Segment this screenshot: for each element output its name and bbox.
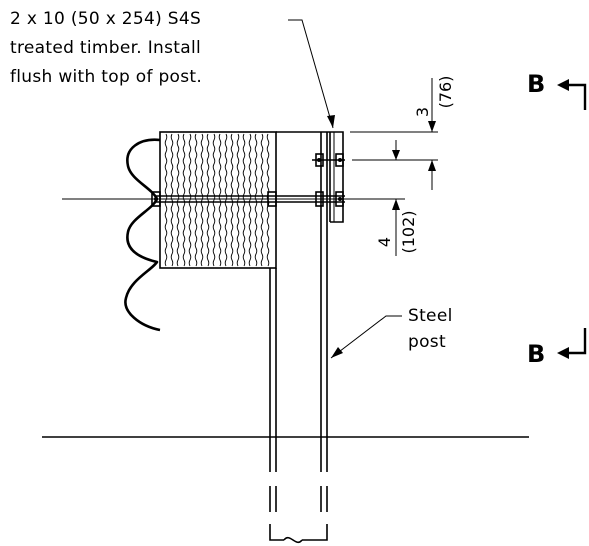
dimension-lines [350, 78, 438, 256]
timber-grain-line [212, 133, 216, 267]
steel-post-leader-arrowhead [331, 347, 343, 358]
dim-bolt-imperial: 4 [375, 237, 394, 247]
timber-leader-line [288, 19, 334, 129]
dim-top-imperial: 3 [413, 107, 432, 117]
section-arrow-top [557, 79, 569, 91]
steel-post-note-line-1: Steel [408, 306, 453, 326]
timber-grain-line [230, 133, 234, 267]
timber-grain-line [236, 133, 240, 267]
timber-note: 2 x 10 (50 x 254) S4S treated timber. In… [10, 9, 202, 87]
timber-note-line-3: flush with top of post. [10, 67, 202, 87]
timber-grain-line [218, 133, 222, 267]
timber-grain [164, 133, 270, 267]
timber-grain-line [182, 133, 186, 267]
timber-grain-line [224, 133, 228, 267]
timber-grain-line [242, 133, 246, 267]
section-arrow-bottom [557, 347, 569, 359]
upper-bolt [312, 153, 345, 167]
timber-note-line-1: 2 x 10 (50 x 254) S4S [10, 9, 201, 29]
section-label-top: B [527, 70, 545, 98]
timber-grain-line [200, 133, 204, 267]
timber-grain-line [260, 133, 264, 267]
dim-top-metric: (76) [436, 76, 455, 109]
section-marker-top: B [527, 70, 587, 110]
timber-grain-line [206, 133, 210, 267]
post-top-cap [276, 131, 344, 223]
timber-grain-line [254, 133, 258, 267]
timber-grain-line [248, 133, 252, 267]
timber-note-line-2: treated timber. Install [10, 38, 201, 58]
section-label-bottom: B [527, 340, 545, 368]
steel-post-leader-line [330, 315, 402, 359]
timber-blockout [159, 131, 277, 269]
post-break [269, 486, 328, 544]
timber-grain-line [194, 133, 198, 267]
rail-bolt [151, 191, 345, 207]
steel-post-note-line-2: post [408, 332, 446, 352]
timber-leader-arrowhead [327, 115, 335, 128]
section-marker-bottom: B [527, 328, 587, 368]
timber-grain-line [176, 133, 180, 267]
dim-bolt-metric: (102) [399, 210, 418, 253]
w-beam-rail [124, 138, 161, 332]
timber-grain-line [170, 133, 174, 267]
timber-grain-line [164, 133, 168, 267]
timber-grain-line [188, 133, 192, 267]
